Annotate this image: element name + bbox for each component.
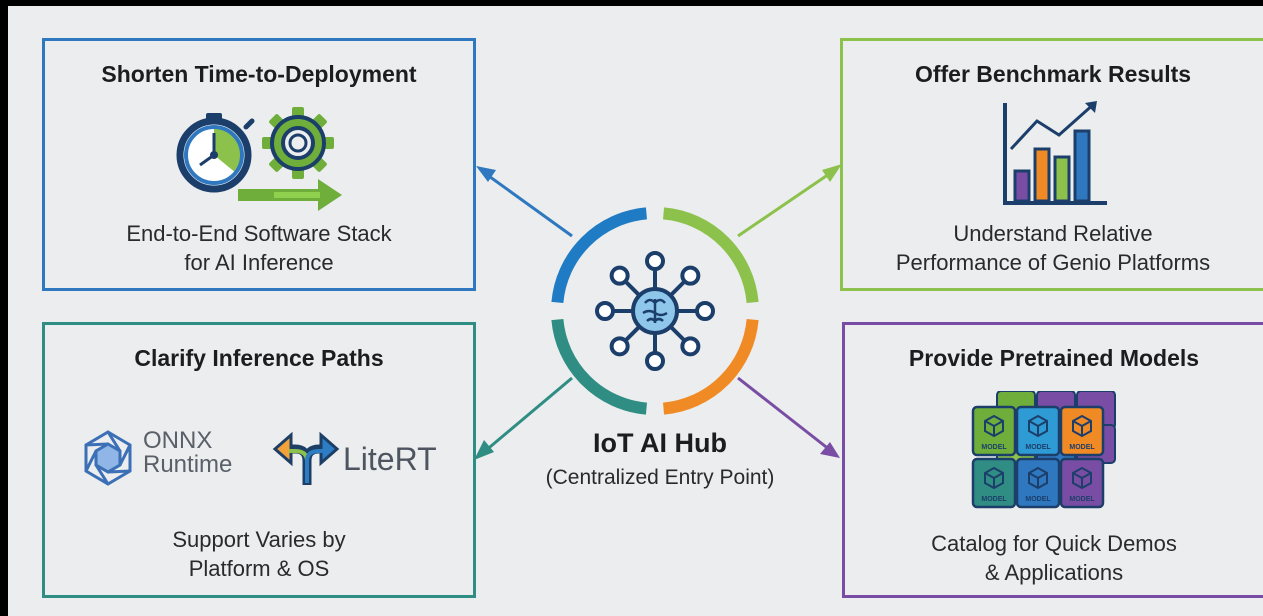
box-shorten-time-to-deployment: Shorten Time-to-Deployment — [42, 38, 476, 291]
model-cube-label: MODEL — [1025, 444, 1051, 451]
arrow-to-top-left — [476, 166, 573, 238]
model-cube: MODEL — [971, 457, 1017, 509]
desc-line-1: Understand Relative — [953, 221, 1153, 246]
model-cubes-icon: MODEL MODEL MODEL MODEL MODEL MODEL — [971, 391, 1116, 509]
network-node — [680, 265, 701, 286]
litert-logo-text: LiteRT — [343, 441, 437, 477]
onnx-logo-icon — [84, 430, 132, 486]
desc-line-1: Catalog for Quick Demos — [931, 531, 1177, 556]
hub-subtitle: (Centralized Entry Point) — [545, 466, 775, 489]
network-node — [609, 265, 630, 286]
ring-segment-teal — [551, 318, 648, 415]
ring-segment-orange — [662, 318, 759, 415]
box-title: Clarify Inference Paths — [134, 345, 384, 371]
network-node — [595, 301, 615, 321]
onnx-logo-text: ONNX Runtime — [143, 429, 232, 477]
network-node — [695, 301, 715, 321]
model-cube: MODEL — [971, 405, 1017, 457]
onnx-line-2: Runtime — [143, 451, 233, 478]
model-cube: MODEL — [1059, 405, 1105, 457]
bar-chart-trend-icon — [1003, 101, 1107, 205]
model-cube: MODEL — [1015, 405, 1061, 457]
box-title: Provide Pretrained Models — [908, 345, 1200, 371]
model-cube: MODEL — [1015, 457, 1061, 509]
arrow-to-top-right — [737, 164, 842, 238]
desc-line-1: Support Varies by — [172, 527, 346, 552]
brain-network-icon — [595, 251, 715, 371]
ring-segment-green — [662, 207, 759, 304]
arrow-to-bottom-right — [737, 376, 840, 458]
box-title: Offer Benchmark Results — [914, 61, 1192, 87]
network-node — [680, 336, 701, 357]
box-description: Support Varies by Platform & OS — [45, 525, 473, 583]
model-cube-label: MODEL — [1069, 496, 1095, 503]
box-description: Catalog for Quick Demos & Applications — [845, 529, 1263, 587]
desc-line-2: for AI Inference — [184, 250, 334, 275]
model-cube-label: MODEL — [981, 444, 1007, 451]
desc-line-2: & Applications — [984, 560, 1124, 585]
onnx-line-1: ONNX — [143, 427, 213, 454]
arrow-to-bottom-left — [474, 376, 573, 460]
box-description: Understand Relative Performance of Genio… — [843, 219, 1263, 277]
desc-line-1: End-to-End Software Stack — [126, 221, 392, 246]
network-node — [645, 251, 665, 271]
stopwatch-gear-icon — [176, 107, 342, 211]
box-clarify-inference-paths: Clarify Inference Paths ONNX Runtime Lit… — [42, 322, 476, 598]
ring-segment-blue — [551, 207, 648, 304]
model-cube-label: MODEL — [981, 496, 1007, 503]
network-node — [645, 351, 665, 371]
hub-ring — [551, 207, 759, 415]
desc-line-2: Performance of Genio Platforms — [895, 250, 1211, 275]
network-node — [609, 336, 630, 357]
model-cube: MODEL — [1059, 457, 1105, 509]
hub-title: IoT AI Hub — [593, 428, 727, 458]
litert-logo-icon — [272, 431, 340, 485]
box-offer-benchmark-results: Offer Benchmark Results Understand Relat… — [840, 38, 1263, 291]
desc-line-2: Platform & OS — [188, 556, 330, 581]
box-title: Shorten Time-to-Deployment — [101, 61, 417, 87]
model-cube-label: MODEL — [1069, 444, 1095, 451]
box-description: End-to-End Software Stack for AI Inferen… — [45, 219, 473, 277]
model-cube-label: MODEL — [1025, 496, 1051, 503]
